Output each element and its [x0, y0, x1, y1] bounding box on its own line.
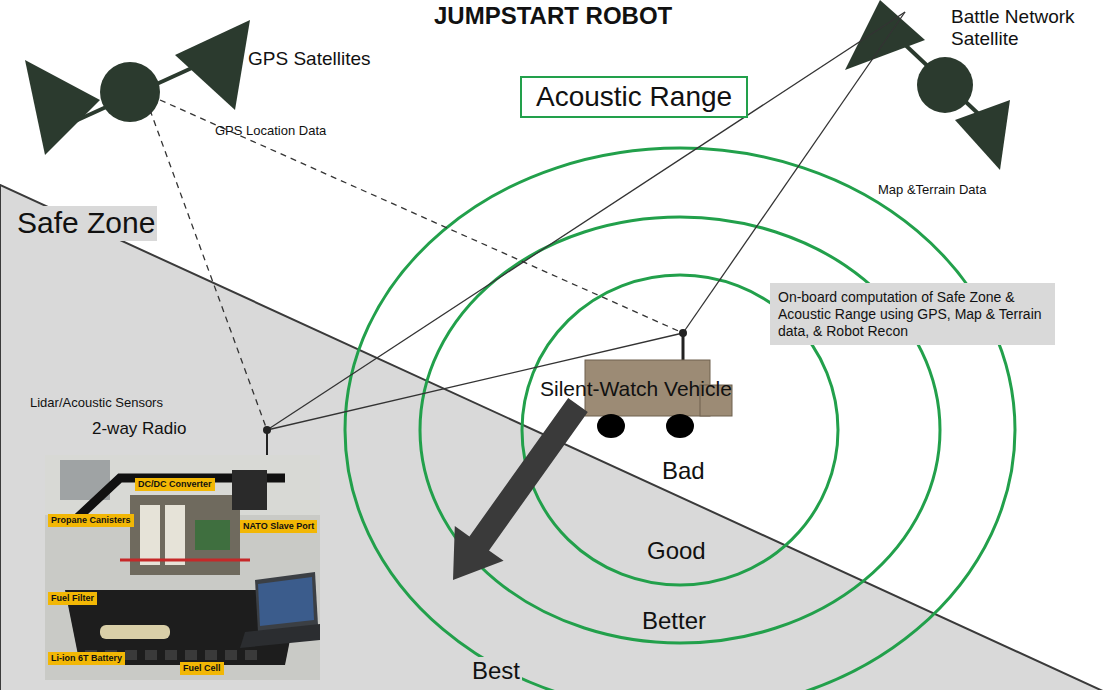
acoustic-ring-outer	[345, 148, 1015, 690]
zone-label: Safe Zone	[15, 206, 157, 241]
part-tag: Li-ion 6T Battery	[48, 652, 125, 665]
range-grade: Best	[470, 657, 522, 685]
part-tag: Propane Canisters	[48, 514, 134, 527]
retreat-arrow	[453, 398, 588, 580]
signal-label: Map &Terrain Data	[878, 183, 986, 198]
acoustic-ring-middle	[420, 217, 940, 643]
signal-label: GPS Location Data	[215, 124, 326, 139]
network-signal	[267, 12, 905, 430]
satellite-label: GPS Satellites	[248, 48, 371, 70]
part-tag: DC/DC Converter	[135, 478, 215, 491]
node-text: On-board computation of Safe Zone & Acou…	[778, 289, 1047, 339]
range-grade: Better	[640, 607, 708, 635]
range-grade: Bad	[662, 457, 705, 485]
gps-signal	[160, 100, 683, 333]
computation-callout: On-board computation of Safe Zone & Acou…	[770, 283, 1055, 345]
gps-signal	[150, 110, 267, 430]
part-tag: Fuel Filter	[48, 592, 97, 605]
vehicle-label: Silent-Watch Vehicle	[540, 377, 732, 401]
radio-label: 2-way Radio	[90, 419, 189, 439]
range-grade: Good	[645, 537, 708, 565]
part-tag: Fuel Cell	[180, 662, 224, 675]
node-text: Acoustic Range	[536, 81, 732, 113]
safe-zone-fill	[0, 185, 1105, 690]
part-tag: NATO Slave Port	[240, 520, 317, 533]
diagram-title: JUMPSTART ROBOT	[434, 2, 672, 30]
satellite-label: Battle Network Satellite	[951, 6, 1101, 50]
sensor-label: Lidar/Acoustic Sensors	[28, 396, 165, 411]
robot-photo	[45, 426, 320, 680]
safe-zone-region	[0, 185, 1105, 690]
range-title-box: Acoustic Range	[520, 76, 748, 118]
